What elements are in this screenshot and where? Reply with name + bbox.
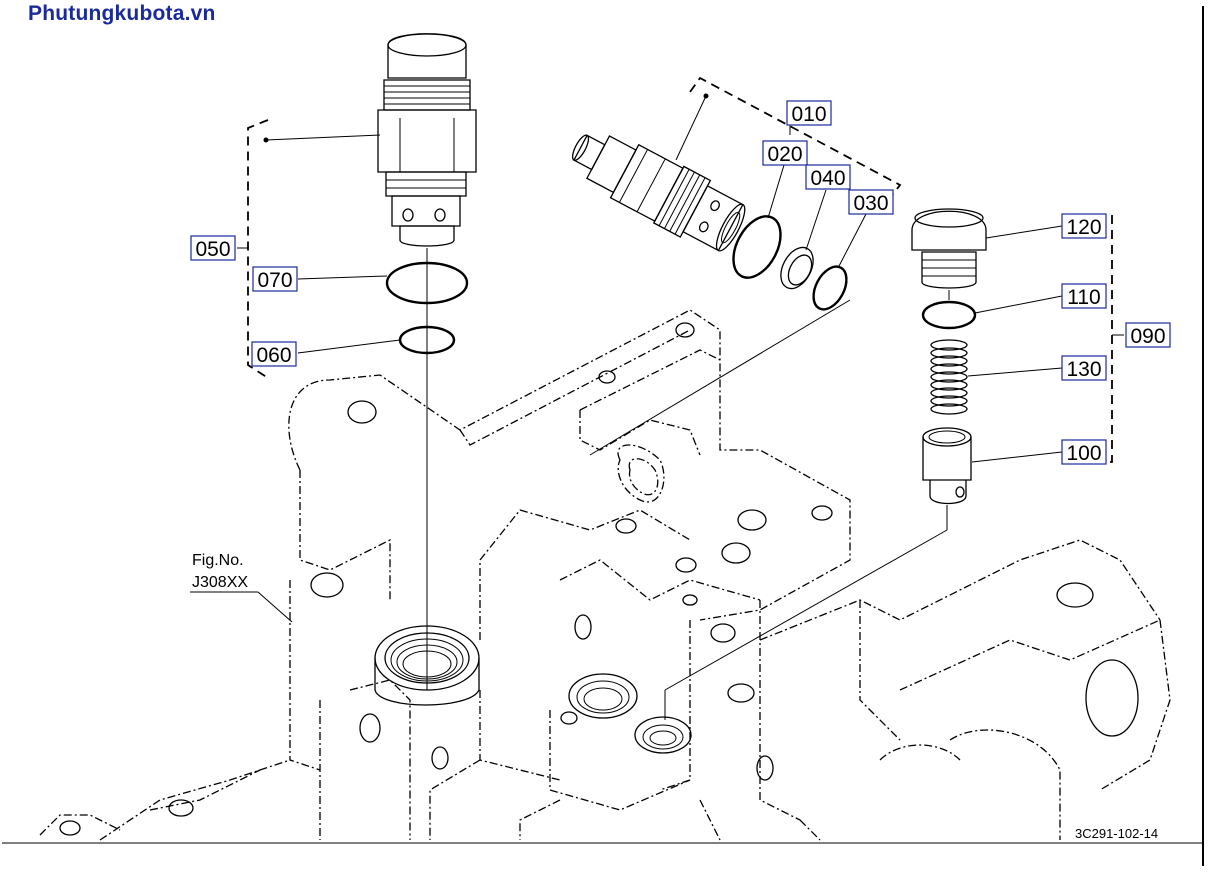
- leader-010-valve: [675, 95, 707, 161]
- svg-text:010: 010: [791, 103, 826, 126]
- assembly-axis-010: [589, 299, 851, 456]
- leader-110: [974, 295, 1063, 314]
- group-bracket-010: [689, 76, 902, 199]
- svg-text:100: 100: [1066, 442, 1101, 465]
- relief-valve-050: [377, 33, 477, 247]
- callout-020[interactable]: 020: [762, 140, 808, 166]
- svg-text:070: 070: [257, 269, 292, 292]
- threaded-port-center: [568, 673, 692, 754]
- leader-120: [985, 225, 1063, 239]
- leader-130: [967, 367, 1063, 377]
- leader-070: [297, 275, 388, 280]
- svg-text:060: 060: [256, 344, 291, 367]
- leader-060: [297, 339, 401, 354]
- svg-text:020: 020: [767, 143, 802, 166]
- site-watermark: Phutungkubota.vn: [28, 2, 216, 25]
- svg-text:040: 040: [810, 167, 845, 190]
- poppet-100: [922, 427, 972, 505]
- callout-100[interactable]: 100: [1061, 439, 1107, 465]
- drawing-code: 3C291-102-14: [1075, 826, 1158, 841]
- housing-ports: [59, 322, 1139, 836]
- callout-110[interactable]: 110: [1061, 283, 1107, 309]
- leader-100: [971, 451, 1063, 463]
- spring-130: [930, 339, 968, 415]
- figure-ref-line2: J308XX: [192, 574, 248, 591]
- o-ring-020: [732, 215, 782, 279]
- callout-030[interactable]: 030: [848, 189, 894, 215]
- svg-text:120: 120: [1066, 216, 1101, 239]
- callout-040[interactable]: 040: [805, 164, 851, 190]
- leader-fig: [257, 591, 293, 623]
- svg-text:110: 110: [1067, 286, 1100, 309]
- callout-050[interactable]: 050: [190, 235, 236, 261]
- valve-housing: [39, 309, 1171, 841]
- leader-040: [805, 189, 827, 251]
- callout-120[interactable]: 120: [1061, 213, 1107, 239]
- callout-010[interactable]: 010: [786, 100, 832, 126]
- group-bracket-090: [1097, 214, 1113, 463]
- plug-120: [911, 208, 987, 289]
- o-ring-030: [812, 265, 848, 311]
- callout-090[interactable]: 090: [1125, 322, 1171, 348]
- backup-ring-040: [780, 246, 814, 290]
- o-ring-110: [921, 300, 977, 330]
- valve-010: [571, 134, 746, 252]
- leader-050-valve: [265, 134, 381, 141]
- callout-070[interactable]: 070: [252, 266, 298, 292]
- svg-text:090: 090: [1130, 325, 1165, 348]
- leader-030: [837, 213, 867, 269]
- figure-ref-line1: Fig.No.: [192, 552, 244, 569]
- assembly-axis-090: [664, 529, 948, 691]
- svg-text:050: 050: [195, 238, 230, 261]
- svg-text:130: 130: [1066, 358, 1101, 381]
- callout-130[interactable]: 130: [1061, 355, 1107, 381]
- group-bracket-050: [247, 119, 269, 379]
- callout-060[interactable]: 060: [251, 341, 297, 367]
- leader-020: [767, 164, 785, 219]
- svg-text:030: 030: [853, 192, 888, 215]
